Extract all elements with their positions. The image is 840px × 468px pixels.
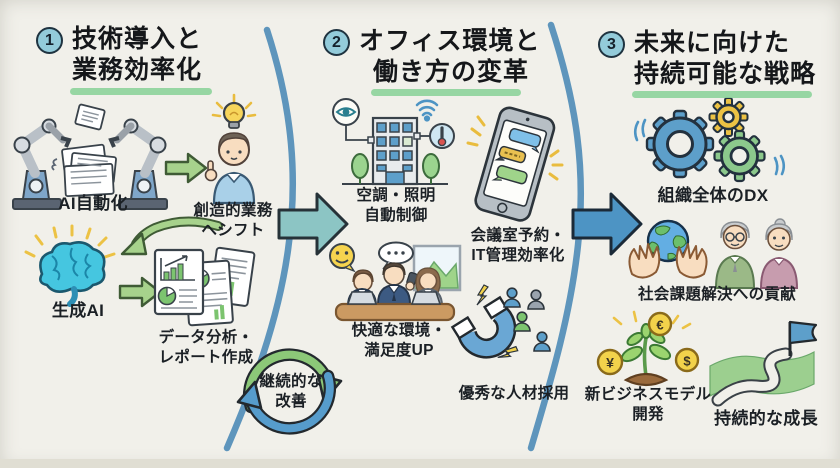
spark-icon: [476, 284, 489, 306]
elderly-couple-icon: [714, 218, 799, 289]
label-comfortable-environment: 快適な環境・満足度UP: [351, 322, 447, 359]
cycle-arrows-icon: [236, 348, 343, 435]
section2-underline: [371, 89, 521, 96]
dx-gears-icon: [633, 97, 786, 183]
robot-arms-icon: [12, 103, 168, 210]
stage1-arrow-icon: [277, 192, 349, 256]
divider-curve-2: [527, 21, 585, 452]
arrow-right-icon: [118, 276, 162, 308]
section3-header: 3 未来に向けた持続可能な戦略: [598, 28, 816, 90]
section3-underline: [632, 91, 812, 98]
coin-dollar-icon: $: [674, 347, 700, 373]
thermometer-icon: [413, 123, 455, 149]
label-data-analysis: データ分析・レポート作成: [158, 329, 254, 366]
smart-building-icon: [332, 98, 455, 186]
earth-hands-icon: [628, 219, 708, 279]
arrow-right-icon: [164, 152, 208, 184]
growth-flag-icon: [709, 320, 818, 407]
label-new-business-model: 新ビジネスモデル開発: [584, 386, 712, 423]
label-meeting-reservation: 会議室予約・IT管理効率化: [470, 227, 566, 264]
person-icon: [513, 311, 531, 332]
eye-sensor-icon: [332, 98, 375, 144]
label-recruitment: 優秀な人材採用: [458, 385, 570, 402]
meeting-team-icon: [329, 241, 462, 322]
svg-text:$: $: [683, 354, 691, 369]
business-plant-icon: ¥ € $: [596, 310, 700, 387]
lightbulb-icon: [211, 93, 257, 129]
coin-euro-icon: €: [647, 311, 673, 337]
svg-text:€: €: [656, 318, 663, 333]
magnet-icon: [450, 295, 517, 359]
svg-text:¥: ¥: [606, 355, 614, 371]
ai-brain-icon: [24, 224, 116, 307]
label-ai-automation: AI自動化: [58, 194, 128, 213]
bottom-edge: [0, 459, 840, 468]
label-sustainable-growth: 持続的な成長: [714, 409, 818, 428]
section1-number-badge: 1: [36, 27, 63, 54]
label-continuous-improvement: 継続的な改善: [259, 373, 323, 410]
talent-magnet-icon: [450, 284, 551, 359]
section1-header: 1 技術導入と業務効率化: [36, 24, 202, 86]
label-social-contribution: 社会課題解決への貢献: [637, 286, 797, 303]
person-icon: [533, 331, 551, 352]
wifi-icon: [415, 99, 439, 122]
spark-icon: [497, 345, 519, 359]
person-icon: [527, 289, 545, 310]
label-gen-ai: 生成AI: [51, 301, 105, 320]
creative-person-icon: [204, 93, 257, 205]
section2-header: 2 オフィス環境と働き方の変革: [323, 26, 541, 88]
section2-number-badge: 2: [323, 29, 350, 56]
curved-arrow-icon: [120, 216, 223, 256]
label-hvac-lighting: 空調・照明自動制御: [356, 187, 436, 224]
stage2-arrow-icon: [571, 192, 643, 256]
coin-yen-icon: ¥: [596, 348, 624, 376]
label-creative-shift: 創造的業務へシフト: [193, 202, 273, 239]
label-organization-dx: 組織全体のDX: [657, 186, 769, 205]
report-documents-icon: [153, 246, 256, 327]
section3-number-badge: 3: [598, 31, 625, 58]
smiley-icon: [329, 243, 356, 273]
smartphone-chat-icon: [466, 106, 564, 222]
person-icon: [503, 287, 521, 308]
section1-underline: [70, 88, 212, 95]
